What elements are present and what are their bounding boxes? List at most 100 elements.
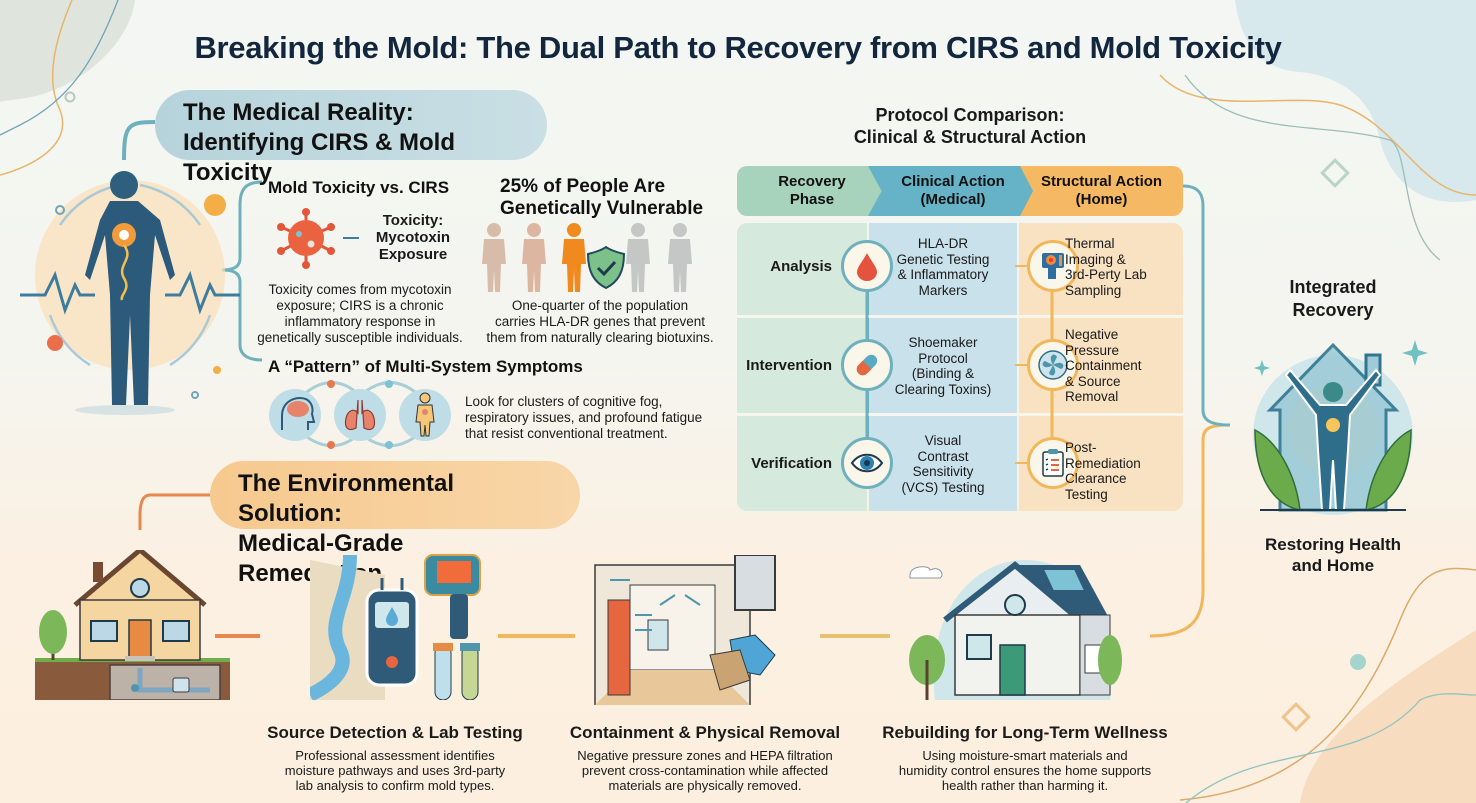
- house-foundation-icon: [35, 550, 230, 700]
- step-description-line: moisture pathways and uses 3rd-party: [284, 763, 506, 778]
- medical-heading-line1: The Medical Reality:: [183, 99, 414, 126]
- structural-analysis: Thermal Imaging & 3rd-Perty Lab Sampling: [1065, 236, 1175, 298]
- test-tube-icon: [460, 643, 480, 700]
- toxicity-label-line3: Exposure: [378, 246, 448, 263]
- pattern-description-line: that resist conventional treatment.: [465, 426, 668, 441]
- pattern-title: A “Pattern” of Multi-System Symptoms: [268, 357, 583, 376]
- body-fatigue-icon: [399, 389, 451, 441]
- medical-reality-heading: The Medical Reality: Identifying CIRS & …: [155, 90, 547, 186]
- step-1-title: Source Detection & Lab Testing: [267, 723, 523, 742]
- pattern-description: Look for clusters of cognitive fog, resp…: [465, 394, 715, 442]
- cell-line: Negative: [1065, 327, 1119, 342]
- bg-wave-left-orange: [0, 0, 73, 176]
- vulnerable-description-line: One-quarter of the population: [511, 298, 689, 313]
- cell-line: Clearing Toxins): [894, 381, 992, 397]
- column-clinical: [869, 223, 1017, 511]
- cell-line: HLA-DR: [917, 236, 969, 251]
- bg-wave-bottom-right-orange: [1179, 567, 1476, 801]
- cell-line: Thermal: [1065, 236, 1115, 251]
- cell-line: Clearance: [1065, 471, 1127, 486]
- cell-line: Markers: [918, 282, 968, 298]
- toxicity-description: Toxicity comes from mycotoxin exposure; …: [250, 282, 470, 346]
- blood-drop-icon: [841, 240, 893, 292]
- clinical-intervention: Shoemaker Protocol (Binding & Clearing T…: [873, 335, 1013, 397]
- toxicity-label-line1: Toxicity:: [382, 212, 444, 229]
- cell-line: Post-: [1065, 440, 1097, 455]
- bg-blob-top-right: [1235, 0, 1476, 202]
- step-2-title: Containment & Physical Removal: [569, 723, 841, 742]
- cell-line: Pressure: [1065, 342, 1120, 358]
- medical-heading-line2: Identifying CIRS & Mold Toxicity: [183, 129, 455, 186]
- vulnerable-description: One-quarter of the population carries HL…: [480, 298, 720, 346]
- cell-line: Protocol: [918, 350, 968, 366]
- integrated-title-line1: Integrated: [1289, 277, 1377, 297]
- toxicity-description-line: genetically susceptible individuals.: [257, 330, 463, 345]
- step-description-line: health rather than harming it.: [941, 778, 1109, 793]
- header-line: (Medical): [920, 191, 986, 208]
- symptom-icons: [269, 380, 451, 449]
- brain-icon: [269, 389, 321, 441]
- header-line: Recovery: [778, 173, 846, 190]
- moisture-meter-thermal-camera-icon: [310, 554, 481, 700]
- clinical-verification: Visual Contrast Sensitivity (VCS) Testin…: [873, 433, 1013, 495]
- pattern-description-line: respiratory issues, and profound fatigue: [465, 410, 703, 425]
- bg-blob-bottom-right: [1300, 630, 1476, 803]
- vulnerable-description-line: carries HLA-DR genes that prevent: [494, 314, 706, 329]
- bg-wave-left-teal: [0, 0, 119, 136]
- connector-step-4: [1149, 423, 1231, 638]
- human-body-icon: [20, 171, 240, 415]
- header-clinical-action: Clinical Action(Medical): [868, 166, 1038, 216]
- protocol-title: Protocol Comparison: Clinical & Structur…: [790, 104, 1150, 148]
- clinical-analysis: HLA-DR Genetic Testing & Inflammatory Ma…: [873, 236, 1013, 298]
- vulnerable-title: 25% of People Are Genetically Vulnerable: [500, 176, 703, 220]
- toxicity-label: Toxicity: Mycotoxin Exposure: [368, 212, 458, 263]
- test-tube-icon: [433, 643, 453, 700]
- person-icon: [482, 223, 506, 292]
- step-3-description: Using moisture-smart materials and humid…: [870, 748, 1180, 793]
- toxicity-connector-line: [343, 237, 359, 239]
- header-line: Phase: [789, 191, 835, 208]
- cell-line: Sensitivity: [912, 464, 974, 479]
- structural-verification: Post- Remediation Clearance Testing: [1065, 440, 1175, 502]
- header-structural-action: Structural Action(Home): [1020, 166, 1183, 216]
- integrated-subtitle-line2: and Home: [1291, 556, 1375, 575]
- rebuilt-healthy-house-icon: [909, 560, 1122, 700]
- cell-line: (Binding &: [911, 366, 975, 381]
- step-description-line: prevent cross-contamination while affect…: [581, 763, 829, 778]
- cell-line: 3rd-Perty Lab: [1065, 267, 1147, 282]
- person-icon: [522, 223, 546, 292]
- cell-line: Testing: [1065, 486, 1108, 502]
- vulnerable-title-line2: Genetically Vulnerable: [500, 198, 704, 219]
- toxicity-vs-cirs-title: Mold Toxicity vs. CIRS: [268, 178, 450, 197]
- step-description-line: humidity control ensures the home suppor…: [898, 763, 1152, 778]
- connector-medical: [122, 120, 156, 161]
- capsule-icon: [841, 339, 893, 391]
- step-1-description: Professional assessment identifies moist…: [255, 748, 535, 793]
- cell-line: Contrast: [917, 448, 969, 464]
- environmental-solution-heading: The Environmental Solution: Medical-Grad…: [210, 461, 580, 587]
- integrated-subtitle-line1: Restoring Health: [1264, 535, 1402, 554]
- protocol-title-line2: Clinical & Structural Action: [853, 127, 1087, 147]
- header-line: Clinical Action: [901, 173, 1005, 190]
- cell-line: Containment: [1065, 358, 1142, 373]
- environmental-heading-line1: The Environmental Solution:: [238, 470, 455, 527]
- shield-check-icon: [586, 245, 626, 290]
- cell-line: Shoemaker: [908, 335, 978, 350]
- step-2-description: Negative pressure zones and HEPA filtrat…: [555, 748, 855, 793]
- lungs-icon: [334, 389, 386, 441]
- protocol-title-line1: Protocol Comparison:: [875, 105, 1065, 125]
- step-description-line: Professional assessment identifies: [295, 748, 495, 763]
- mold-spore-icon: [277, 208, 335, 269]
- bg-dot: [1350, 654, 1366, 670]
- cell-line: Visual: [924, 433, 962, 448]
- toxicity-description-line: inflammatory response in: [284, 314, 436, 329]
- step-3-title: Rebuilding for Long-Term Wellness: [882, 723, 1168, 742]
- integrated-title-line2: Recovery: [1292, 300, 1374, 320]
- toxicity-description-line: exposure; CIRS is a chronic: [276, 298, 444, 313]
- eye-icon: [841, 437, 893, 489]
- moisture-meter-icon: [365, 578, 419, 687]
- step-description-line: Using moisture-smart materials and: [922, 748, 1128, 763]
- cell-line: Removal: [1065, 389, 1119, 404]
- bg-diamond-top-right: [1320, 158, 1350, 188]
